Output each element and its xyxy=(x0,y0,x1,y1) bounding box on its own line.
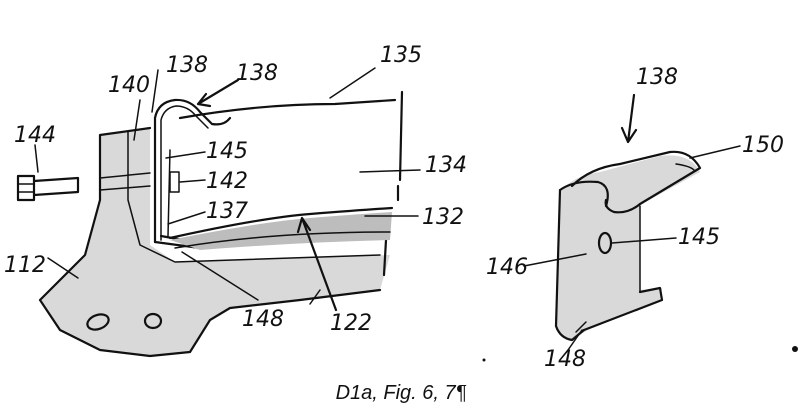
label-146: 146 xyxy=(486,255,528,280)
label-137: 137 xyxy=(206,199,248,224)
connector-144-detail xyxy=(17,183,35,193)
mounting-hole-2 xyxy=(143,312,163,330)
leader-145-fig7 xyxy=(611,237,677,244)
leader-144 xyxy=(34,144,39,173)
label-112: 112 xyxy=(4,253,46,278)
connector-144-body xyxy=(32,176,80,197)
panel-right-edge xyxy=(382,90,404,277)
leader-138-top xyxy=(151,69,159,113)
label-150: 150 xyxy=(742,133,784,158)
figure-6: 112 144 140 138 138 135 145 142 134 137 … xyxy=(4,43,467,358)
label-132: 132 xyxy=(422,205,464,230)
label-122: 122 xyxy=(330,311,372,336)
band-140 xyxy=(99,172,151,191)
stray-dot xyxy=(482,358,486,362)
strip-132-line xyxy=(174,231,391,249)
figure-caption: D1a, Fig. 6, 7¶ xyxy=(335,382,467,404)
clip-detail-shading xyxy=(556,155,700,340)
clip-detail-foot-edge xyxy=(575,321,587,333)
leader-134 xyxy=(359,169,421,173)
label-138-fig6-a: 138 xyxy=(166,53,208,78)
leader-122-branch xyxy=(309,289,321,305)
clip-detail-foot-148 xyxy=(582,286,664,332)
leader-146 xyxy=(523,253,587,267)
label-134: 134 xyxy=(425,153,467,178)
label-148-fig7: 148 xyxy=(544,347,586,372)
label-138-fig7: 138 xyxy=(636,65,678,90)
tab-142 xyxy=(169,171,180,193)
clip-detail-hole-145 xyxy=(597,231,613,255)
label-142: 142 xyxy=(206,169,248,194)
leader-150 xyxy=(689,145,741,159)
leader-148 xyxy=(181,251,259,301)
bracket-inner-wall xyxy=(127,131,381,263)
leader-140 xyxy=(133,99,141,141)
clip-detail-lip-150 xyxy=(570,150,702,214)
label-135: 135 xyxy=(380,43,422,68)
leader-137 xyxy=(167,211,206,225)
leader-148-fig7 xyxy=(567,329,583,351)
arrow-138 xyxy=(196,78,240,108)
bracket-112-outline xyxy=(38,126,382,358)
mounting-hole-1 xyxy=(86,313,110,331)
clip-detail-plate-146 xyxy=(554,180,609,342)
leader-112 xyxy=(47,257,79,279)
margin-bullet xyxy=(792,346,798,352)
leader-135 xyxy=(329,67,376,99)
leader-142 xyxy=(179,179,206,183)
label-148-fig6: 148 xyxy=(242,307,284,332)
arrow-138-fig7 xyxy=(620,93,638,144)
label-144: 144 xyxy=(14,123,56,148)
label-140: 140 xyxy=(108,73,150,98)
label-145-fig7: 145 xyxy=(678,225,720,250)
label-138-fig6-b: 138 xyxy=(236,61,278,86)
panel-134-bottom xyxy=(168,206,394,240)
label-145-fig6: 145 xyxy=(206,139,248,164)
clip-138-outline xyxy=(153,98,232,244)
leader-145 xyxy=(165,151,206,159)
connector-144-head xyxy=(16,174,36,202)
panel-134-top xyxy=(178,98,397,120)
clip-138-inner xyxy=(160,105,209,241)
panel-134-left xyxy=(167,149,171,237)
patent-figure-drawing: 112 144 140 138 138 135 145 142 134 137 … xyxy=(4,43,784,372)
figure-7: 138 150 145 146 148 xyxy=(486,65,784,372)
clip-detail-lip-inner xyxy=(675,163,695,171)
arrow-122 xyxy=(296,216,338,312)
